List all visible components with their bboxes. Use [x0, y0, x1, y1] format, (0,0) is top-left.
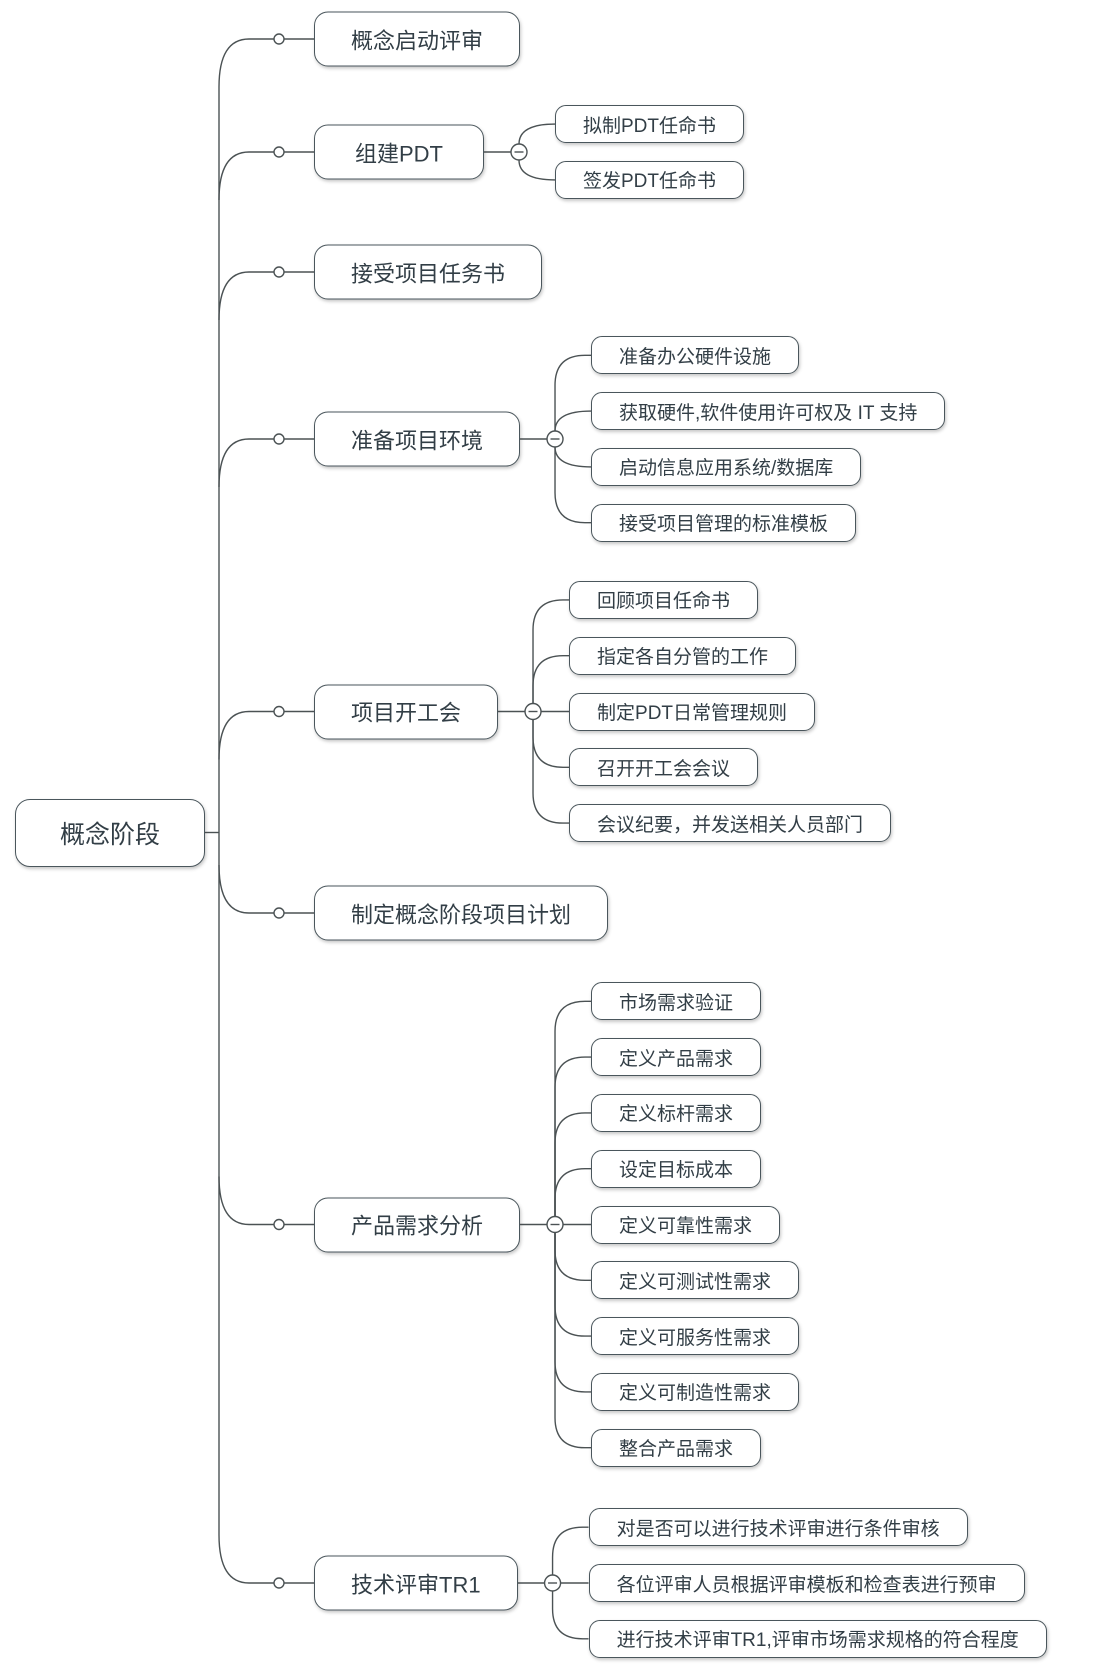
- connector-line: [532, 719, 570, 824]
- connector-line: [554, 1232, 592, 1449]
- branch-node[interactable]: 制定概念阶段项目计划: [314, 885, 609, 941]
- branch-node[interactable]: 接受项目任务书: [314, 244, 543, 300]
- child-node[interactable]: 定义可服务性需求: [591, 1317, 800, 1356]
- child-node[interactable]: 市场需求验证: [591, 982, 762, 1021]
- child-node[interactable]: 准备办公硬件设施: [591, 336, 800, 375]
- child-node[interactable]: 签发PDT任命书: [555, 160, 745, 199]
- child-node[interactable]: 召开开工会会议: [569, 748, 759, 787]
- branch-node[interactable]: 项目开工会: [314, 684, 499, 739]
- child-node[interactable]: 拟制PDT任命书: [555, 105, 745, 144]
- connector-line: [218, 271, 274, 321]
- connector-line: [218, 710, 274, 760]
- connector-line: [554, 1000, 592, 1217]
- connector-line: [218, 864, 274, 914]
- child-node[interactable]: 定义产品需求: [591, 1038, 762, 1077]
- connector-line: [554, 1232, 592, 1393]
- child-node[interactable]: 回顾项目任命书: [569, 580, 759, 619]
- link-dot-icon: [273, 146, 285, 158]
- child-node[interactable]: 进行技术评审TR1,评审市场需求规格的符合程度: [588, 1619, 1047, 1658]
- child-node[interactable]: 定义可靠性需求: [591, 1205, 781, 1244]
- child-node[interactable]: 定义标杆需求: [591, 1093, 762, 1132]
- child-node[interactable]: 各位评审人员根据评审模板和检查表进行预审: [588, 1564, 1025, 1602]
- connector-line: [532, 655, 570, 704]
- connector-line: [551, 1526, 589, 1575]
- connector-line: [218, 438, 274, 488]
- connector-line: [551, 1591, 589, 1640]
- connector-line: [554, 1168, 592, 1217]
- link-dot-icon: [273, 1218, 285, 1231]
- connector-line: [218, 1534, 274, 1584]
- child-node[interactable]: 制定PDT日常管理规则: [569, 692, 816, 731]
- connector-line: [218, 151, 274, 201]
- link-dot-icon: [273, 705, 285, 718]
- link-dot-icon: [273, 1577, 285, 1589]
- connector-line: [554, 1232, 592, 1337]
- connector-line: [554, 1112, 592, 1217]
- link-dot-icon: [273, 266, 285, 278]
- child-node[interactable]: 定义可测试性需求: [591, 1261, 800, 1300]
- connector-line: [554, 410, 592, 432]
- branch-node[interactable]: 概念启动评审: [314, 11, 521, 67]
- connector-line: [554, 1056, 592, 1217]
- child-node[interactable]: 指定各自分管的工作: [569, 636, 797, 675]
- link-dot-icon: [273, 33, 285, 45]
- link-dot-icon: [273, 433, 285, 445]
- connector-line: [218, 1176, 274, 1226]
- connector-line: [554, 446, 592, 468]
- link-dot-icon: [273, 907, 285, 919]
- connector-line: [518, 123, 556, 145]
- branch-node[interactable]: 技术评审TR1: [314, 1555, 518, 1611]
- child-node[interactable]: 整合产品需求: [591, 1428, 762, 1467]
- connector-line: [554, 447, 592, 524]
- connector-line: [518, 159, 556, 181]
- child-node[interactable]: 定义可制造性需求: [591, 1372, 800, 1411]
- connector-line: [554, 354, 592, 431]
- child-node[interactable]: 接受项目管理的标准模板: [591, 503, 857, 542]
- root-node[interactable]: 概念阶段: [15, 798, 206, 867]
- child-node[interactable]: 获取硬件,软件使用许可权及 IT 支持: [591, 392, 946, 431]
- branch-node[interactable]: 准备项目环境: [314, 411, 521, 467]
- connector-line: [532, 599, 570, 704]
- branch-node[interactable]: 产品需求分析: [314, 1197, 521, 1252]
- connector-line: [554, 1232, 592, 1281]
- child-node[interactable]: 会议纪要，并发送相关人员部门: [569, 804, 892, 843]
- branch-node[interactable]: 组建PDT: [314, 124, 484, 180]
- child-node[interactable]: 设定目标成本: [591, 1149, 762, 1188]
- connector-line: [532, 719, 570, 768]
- child-node[interactable]: 对是否可以进行技术评审进行条件审核: [588, 1508, 968, 1547]
- child-node[interactable]: 启动信息应用系统/数据库: [591, 447, 862, 486]
- connector-line: [218, 38, 274, 88]
